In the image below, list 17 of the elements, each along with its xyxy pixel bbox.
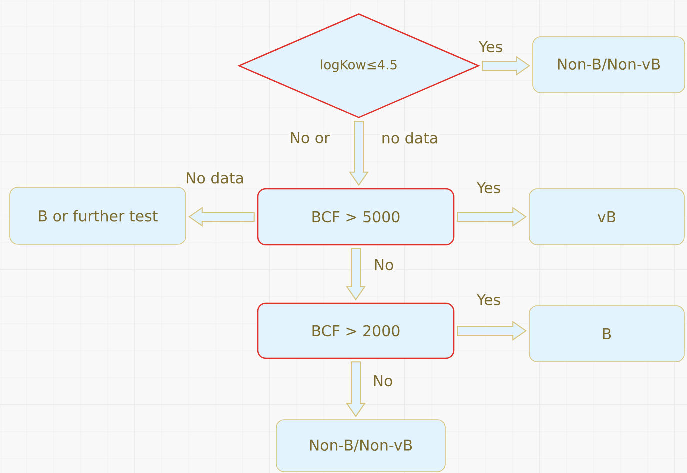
result-box: B [529, 306, 685, 362]
arrow [482, 56, 530, 76]
result-box: Non-B/Non-vB [532, 36, 686, 94]
decision-box: BCF > 5000 [257, 188, 455, 246]
result-box: B or further test [10, 187, 186, 245]
result-box: Non-B/Non-vB [276, 420, 446, 472]
arrow [349, 121, 369, 186]
arrow [457, 207, 527, 227]
arrow [346, 362, 366, 418]
edge-label: No data [184, 171, 246, 185]
decision-box: BCF > 2000 [257, 302, 455, 360]
text-label: no data [380, 131, 440, 145]
arrow [188, 207, 255, 227]
edge-label: No or [288, 131, 332, 145]
arrow [457, 321, 527, 341]
arrow [346, 248, 366, 301]
result-box: vB [529, 188, 685, 246]
